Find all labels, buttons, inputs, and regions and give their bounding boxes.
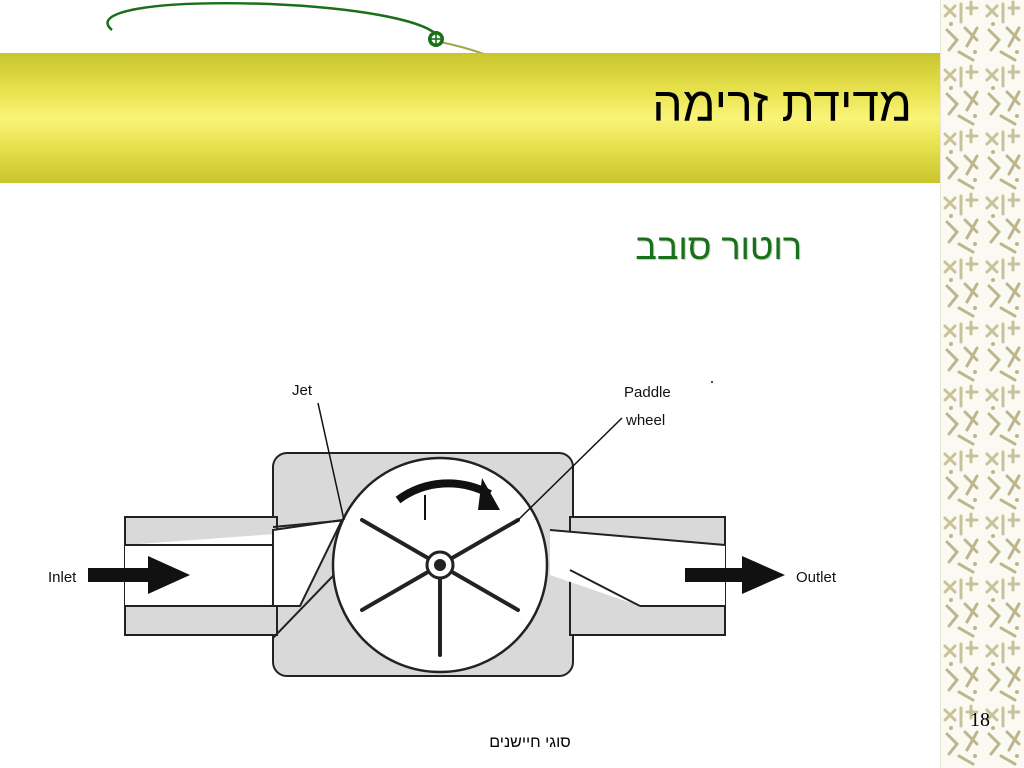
flower-icon bbox=[428, 31, 444, 47]
page-number: 18 bbox=[970, 709, 990, 731]
title-band bbox=[0, 53, 940, 183]
outlet-arrow-icon bbox=[685, 556, 785, 594]
pattern-icon bbox=[941, 0, 1024, 768]
slide-title: מדידת זרימה bbox=[652, 79, 912, 132]
footer-text: סוגי חיישנים bbox=[489, 734, 571, 751]
paddle-wheel-flowmeter-diagram: Jet Paddle wheel Inlet Outlet bbox=[48, 381, 837, 677]
paddle-label: Paddle bbox=[624, 384, 671, 401]
paddle-wheel bbox=[360, 518, 520, 657]
subtitle: רוטור סובב bbox=[635, 226, 802, 267]
jet-label: Jet bbox=[292, 382, 313, 399]
inlet-arrow-icon bbox=[88, 556, 190, 594]
geometric-border-pattern bbox=[940, 0, 1024, 768]
outlet-label: Outlet bbox=[796, 569, 837, 586]
leaf-vine-icon bbox=[106, 1, 521, 73]
paddle-leader-line bbox=[513, 417, 623, 525]
wheel-label: wheel bbox=[625, 412, 665, 429]
jet-leader-line bbox=[317, 402, 345, 521]
rotation-arrow-icon bbox=[395, 479, 492, 504]
inlet-label: Inlet bbox=[48, 569, 77, 586]
